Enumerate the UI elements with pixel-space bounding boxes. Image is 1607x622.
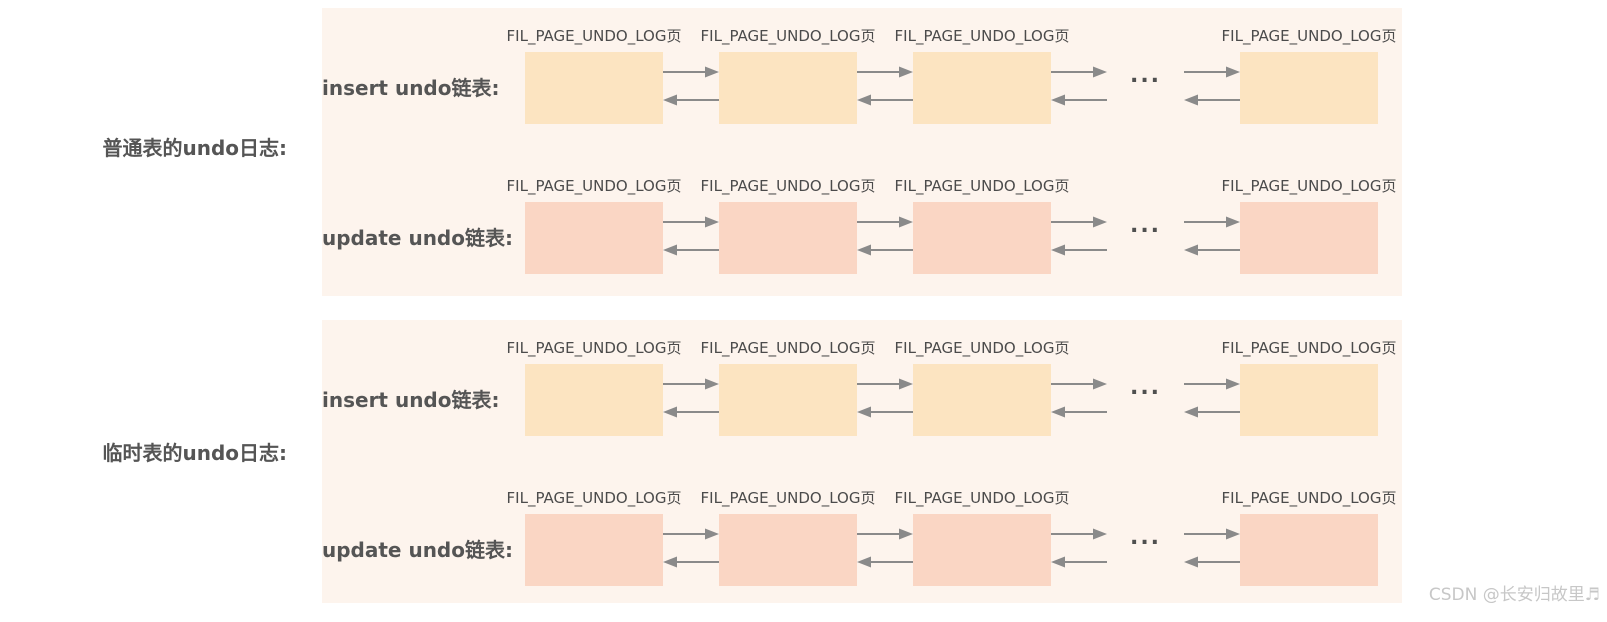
page-label: FIL_PAGE_UNDO_LOG页 xyxy=(1221,27,1397,45)
undo-page-node: FIL_PAGE_UNDO_LOG页 xyxy=(507,490,681,586)
bidirectional-arrow xyxy=(663,364,719,436)
undo-log-page-box xyxy=(525,364,663,436)
bidirectional-arrow xyxy=(857,514,913,586)
bidirectional-arrow-with-ellipsis: ... xyxy=(1051,52,1240,124)
undo-page-node: FIL_PAGE_UNDO_LOG页 xyxy=(507,28,681,124)
page-label: FIL_PAGE_UNDO_LOG页 xyxy=(506,339,682,357)
undo-log-page-box xyxy=(913,514,1051,586)
ellipsis: ... xyxy=(1129,213,1162,238)
page-label: FIL_PAGE_UNDO_LOG页 xyxy=(1221,339,1397,357)
page-label: FIL_PAGE_UNDO_LOG页 xyxy=(894,339,1070,357)
ellipsis: ... xyxy=(1129,525,1162,550)
csdn-watermark: CSDN @长安归故里♬ xyxy=(1428,585,1600,605)
insert-undo-chain-row: insert undo链表: FIL_PAGE_UNDO_LOG页 FIL_PA… xyxy=(322,340,1402,436)
chain-row-label: update undo链表: xyxy=(322,538,513,562)
undo-log-page-box xyxy=(913,202,1051,274)
undo-log-page-box xyxy=(525,202,663,274)
update-undo-chain-row: update undo链表: FIL_PAGE_UNDO_LOG页 FIL_PA… xyxy=(322,178,1402,274)
ellipsis: ... xyxy=(1129,375,1162,400)
undo-page-node: FIL_PAGE_UNDO_LOG页 xyxy=(701,340,875,436)
page-label: FIL_PAGE_UNDO_LOG页 xyxy=(700,27,876,45)
undo-page-node: FIL_PAGE_UNDO_LOG页 xyxy=(507,178,681,274)
bidirectional-arrow xyxy=(857,364,913,436)
undo-log-page-box xyxy=(525,52,663,124)
page-label: FIL_PAGE_UNDO_LOG页 xyxy=(700,489,876,507)
panel-normal-table: insert undo链表: FIL_PAGE_UNDO_LOG页 FIL_PA… xyxy=(322,8,1402,296)
undo-log-page-box xyxy=(1240,514,1378,586)
undo-page-node: FIL_PAGE_UNDO_LOG页 xyxy=(895,178,1069,274)
bidirectional-arrow-with-ellipsis: ... xyxy=(1051,364,1240,436)
bidirectional-arrow xyxy=(663,52,719,124)
page-label: FIL_PAGE_UNDO_LOG页 xyxy=(894,27,1070,45)
bidirectional-arrow xyxy=(663,514,719,586)
page-label: FIL_PAGE_UNDO_LOG页 xyxy=(700,177,876,195)
bidirectional-arrow xyxy=(857,202,913,274)
undo-log-page-box xyxy=(719,52,857,124)
section-label-temp-table: 临时表的undo日志: xyxy=(102,441,287,465)
ellipsis: ... xyxy=(1129,63,1162,88)
undo-page-node: FIL_PAGE_UNDO_LOG页 xyxy=(895,28,1069,124)
undo-page-node: FIL_PAGE_UNDO_LOG页 xyxy=(895,340,1069,436)
page-label: FIL_PAGE_UNDO_LOG页 xyxy=(506,27,682,45)
undo-log-page-box xyxy=(719,514,857,586)
section-label-normal-table: 普通表的undo日志: xyxy=(102,136,287,160)
undo-log-page-box xyxy=(1240,202,1378,274)
insert-undo-chain-row: insert undo链表: FIL_PAGE_UNDO_LOG页 FIL_PA… xyxy=(322,28,1402,124)
undo-page-node: FIL_PAGE_UNDO_LOG页 xyxy=(1222,28,1396,124)
chain-row-label: update undo链表: xyxy=(322,226,513,250)
chain-row-label: insert undo链表: xyxy=(322,388,500,412)
update-undo-chain-row: update undo链表: FIL_PAGE_UNDO_LOG页 FIL_PA… xyxy=(322,490,1402,586)
undo-log-page-box xyxy=(913,52,1051,124)
page-label: FIL_PAGE_UNDO_LOG页 xyxy=(700,339,876,357)
undo-page-node: FIL_PAGE_UNDO_LOG页 xyxy=(895,490,1069,586)
page-label: FIL_PAGE_UNDO_LOG页 xyxy=(1221,489,1397,507)
undo-log-page-box xyxy=(913,364,1051,436)
page-label: FIL_PAGE_UNDO_LOG页 xyxy=(894,489,1070,507)
undo-log-page-box xyxy=(1240,52,1378,124)
bidirectional-arrow-with-ellipsis: ... xyxy=(1051,202,1240,274)
undo-page-node: FIL_PAGE_UNDO_LOG页 xyxy=(507,340,681,436)
page-label: FIL_PAGE_UNDO_LOG页 xyxy=(506,177,682,195)
page-label: FIL_PAGE_UNDO_LOG页 xyxy=(894,177,1070,195)
undo-page-node: FIL_PAGE_UNDO_LOG页 xyxy=(1222,490,1396,586)
panel-temp-table: insert undo链表: FIL_PAGE_UNDO_LOG页 FIL_PA… xyxy=(322,320,1402,603)
undo-page-node: FIL_PAGE_UNDO_LOG页 xyxy=(1222,340,1396,436)
undo-page-node: FIL_PAGE_UNDO_LOG页 xyxy=(1222,178,1396,274)
undo-log-page-box xyxy=(525,514,663,586)
bidirectional-arrow xyxy=(857,52,913,124)
bidirectional-arrow-with-ellipsis: ... xyxy=(1051,514,1240,586)
chain-row-label: insert undo链表: xyxy=(322,76,500,100)
bidirectional-arrow xyxy=(663,202,719,274)
undo-page-node: FIL_PAGE_UNDO_LOG页 xyxy=(701,28,875,124)
undo-page-node: FIL_PAGE_UNDO_LOG页 xyxy=(701,178,875,274)
undo-log-page-box xyxy=(1240,364,1378,436)
page-label: FIL_PAGE_UNDO_LOG页 xyxy=(1221,177,1397,195)
undo-log-page-box xyxy=(719,202,857,274)
undo-log-page-box xyxy=(719,364,857,436)
undo-page-node: FIL_PAGE_UNDO_LOG页 xyxy=(701,490,875,586)
page-label: FIL_PAGE_UNDO_LOG页 xyxy=(506,489,682,507)
